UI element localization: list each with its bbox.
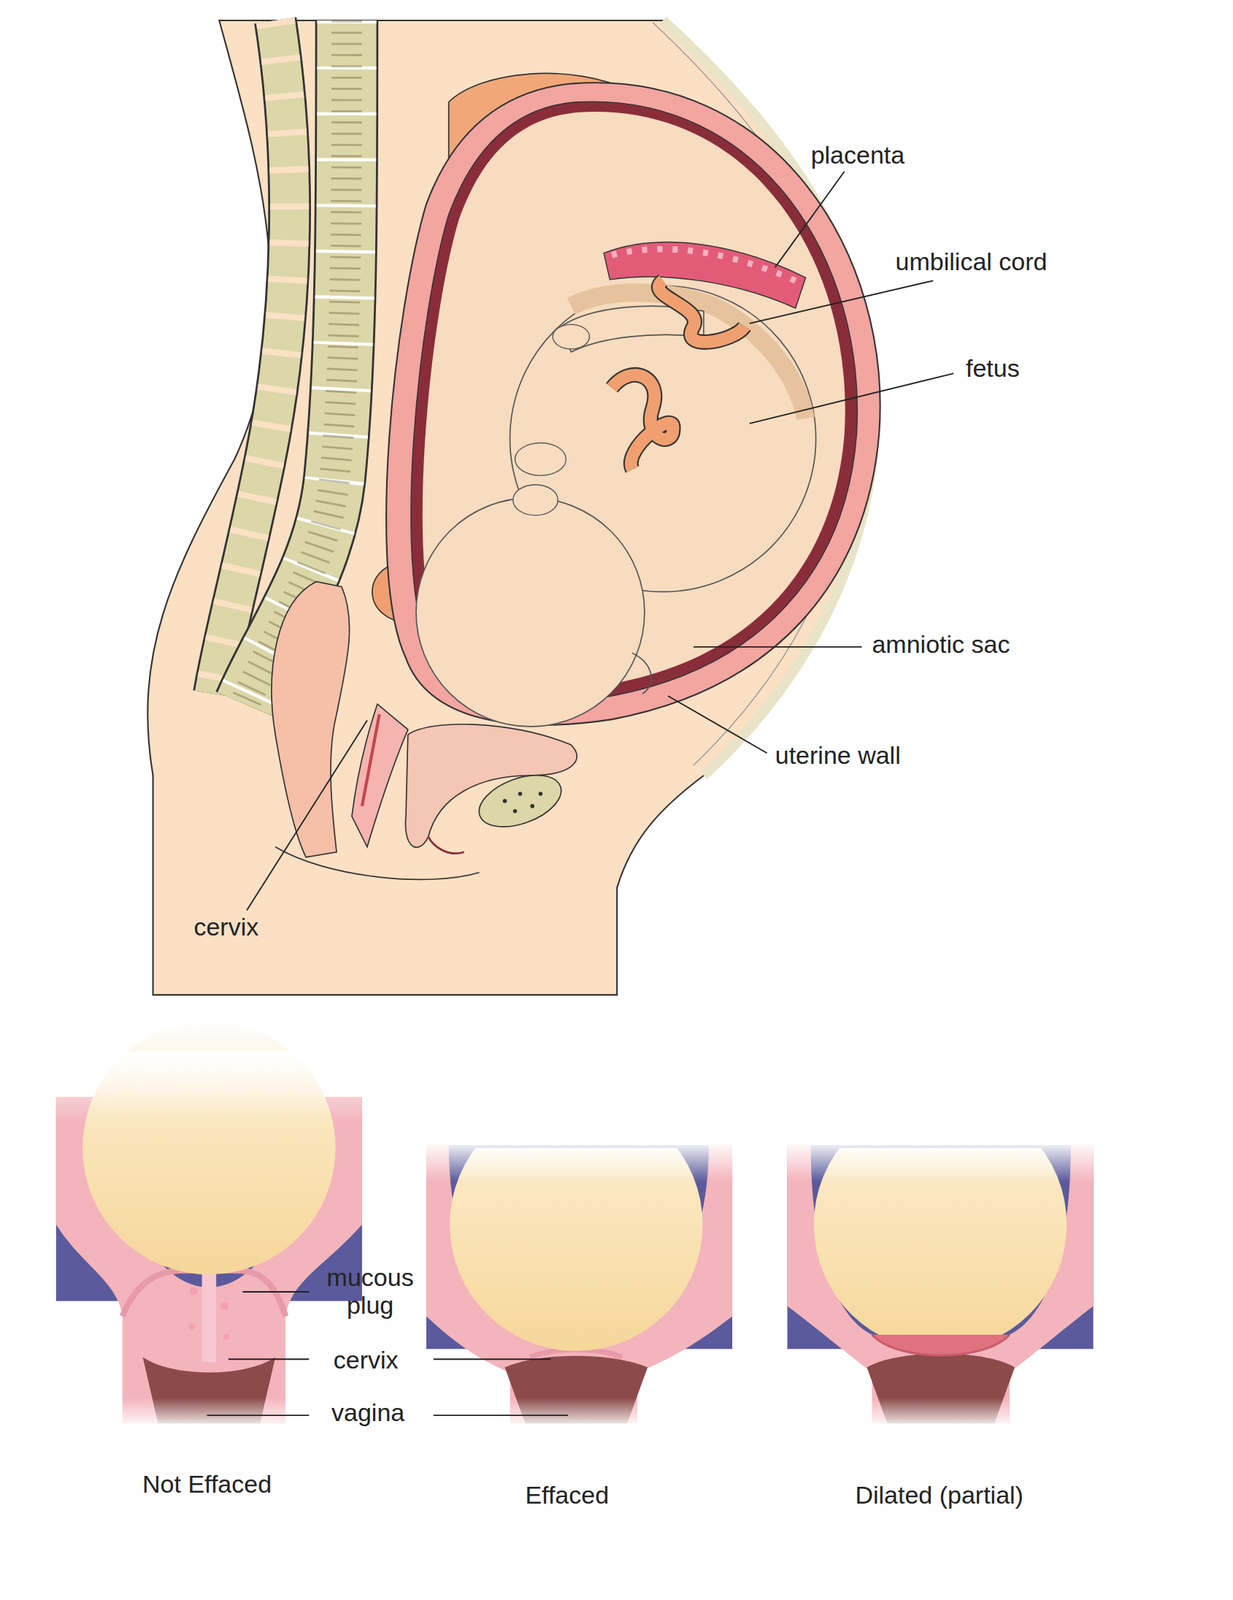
part-label: cervix	[333, 1346, 399, 1374]
part-label: cervix	[193, 913, 259, 941]
part-label: fetus	[965, 354, 1020, 382]
part-label: umbilical cord	[895, 248, 1048, 276]
part-label: uterine wall	[775, 741, 901, 769]
stage-caption: Effaced	[524, 1481, 609, 1509]
stage-caption: Not Effaced	[142, 1470, 272, 1498]
part-label: vagina	[331, 1398, 405, 1426]
stage-caption: Dilated (partial)	[854, 1481, 1024, 1509]
part-label: placenta	[811, 141, 906, 169]
part-label: amniotic sac	[871, 630, 1010, 658]
part-label: mucous plug	[315, 1263, 425, 1319]
